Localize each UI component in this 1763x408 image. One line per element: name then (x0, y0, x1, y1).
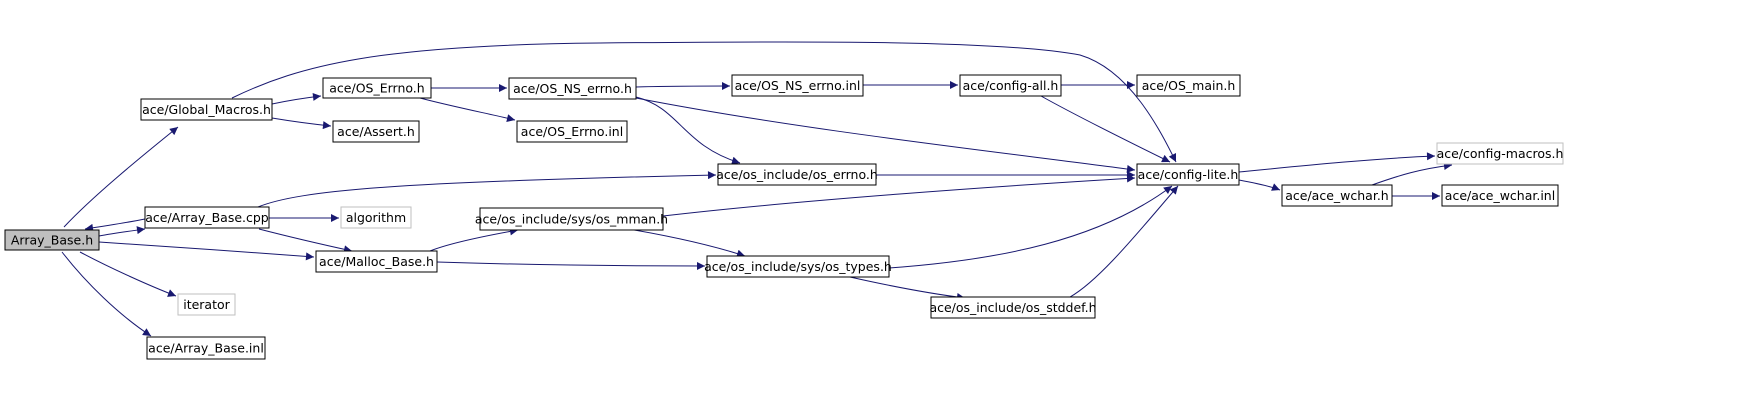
edge-ace_wchar_h-to-config_macros (1371, 162, 1453, 186)
node-box (144, 206, 270, 229)
edge-os_types-to-os_stddef (849, 276, 966, 301)
node-label: ace/OS_NS_errno.inl (735, 78, 861, 93)
edge-array_base_cpp-to-malloc_base (258, 228, 353, 254)
node-label: algorithm (346, 210, 406, 225)
edge-array_base_h-to-array_base_inl (61, 251, 152, 337)
node-label: iterator (183, 297, 230, 312)
node-array-base-cpp[interactable]: ace/Array_Base.cpp (144, 206, 270, 229)
node-label: ace/Assert.h (337, 124, 415, 139)
edge-os_ns_errno_h-to-os_ns_errno_inl (635, 82, 731, 91)
node-config-macros: ace/config-macros.h (1436, 142, 1564, 165)
node-box (508, 77, 637, 100)
node-label: ace/OS_main.h (1142, 78, 1236, 93)
node-box (140, 98, 273, 121)
node-os-ns-errno-h[interactable]: ace/OS_NS_errno.h (508, 77, 637, 100)
node-os-errno-h[interactable]: ace/OS_Errno.h (322, 77, 432, 99)
edge-malloc_base-to-os_types (436, 261, 706, 270)
edge-os_ns_errno_h-to-config_lite (635, 97, 1136, 173)
node-label: ace/os_include/os_stddef.h (929, 300, 1096, 315)
edge-array_base_cpp-to-os_include_errno (257, 171, 717, 208)
node-box (479, 207, 664, 231)
node-box (516, 120, 628, 143)
node-label: ace/ace_wchar.h (1285, 188, 1388, 203)
node-label: ace/config-macros.h (1437, 146, 1564, 161)
node-label: ace/Array_Base.cpp (145, 210, 269, 225)
node-box (4, 229, 100, 251)
edge-os_errno_h-to-os_errno_inl (419, 97, 516, 123)
node-box (1441, 184, 1559, 207)
node-os-types[interactable]: ace/os_include/sys/os_types.h (704, 255, 892, 278)
node-array-base-h[interactable]: Array_Base.h (4, 229, 100, 251)
node-box (322, 77, 432, 99)
node-os-errno-inl[interactable]: ace/OS_Errno.inl (516, 120, 628, 143)
dependency-edges (61, 41, 1453, 337)
node-os-ns-errno-inl[interactable]: ace/OS_NS_errno.inl (731, 74, 864, 97)
edge-array_base_h-to-malloc_base (98, 241, 315, 261)
node-label: ace/os_include/os_errno.h (716, 167, 878, 182)
edge-os_ns_errno_h-to-os_include_errno (635, 96, 741, 165)
edge-os_mman-to-os_types (633, 229, 746, 258)
node-label: ace/config-lite.h (1138, 167, 1239, 182)
edge-malloc_base-to-os_mman (429, 227, 519, 252)
file-nodes: Array_Base.h ace/Global_Macros.h ace/OS_Er… (4, 74, 1564, 360)
node-os-include-errno[interactable]: ace/os_include/os_errno.h (716, 163, 878, 186)
node-box (731, 74, 864, 97)
node-box (177, 293, 236, 316)
edge-os_types-to-config_lite (888, 185, 1173, 269)
edge-global_macros-to-config_lite (231, 41, 1177, 163)
node-iterator: iterator (177, 293, 236, 316)
node-os-main[interactable]: ace/OS_main.h (1136, 74, 1241, 97)
node-box (706, 255, 890, 278)
node-box (959, 74, 1062, 97)
node-box (1436, 142, 1564, 165)
edge-config_lite-to-ace_wchar_h (1238, 179, 1281, 191)
edge-os_mman-to-config_lite (662, 174, 1136, 217)
node-os-mman[interactable]: ace/os_include/sys/os_mman.h (475, 207, 668, 231)
edge-array_base_cpp-to-array_base_h (84, 218, 146, 232)
edge-array_base_h-to-iterator (79, 251, 177, 297)
node-label: ace/Global_Macros.h (142, 102, 271, 117)
node-config-lite[interactable]: ace/config-lite.h (1136, 163, 1240, 186)
node-ace-wchar-inl[interactable]: ace/ace_wchar.inl (1441, 184, 1559, 207)
node-algorithm: algorithm (340, 206, 412, 229)
edge-global_macros-to-os_errno_h (271, 92, 322, 105)
node-ace-wchar-h[interactable]: ace/ace_wchar.h (1281, 184, 1393, 207)
node-box (930, 296, 1096, 319)
node-box (1281, 184, 1393, 207)
node-label: ace/config-all.h (963, 78, 1059, 93)
node-label: ace/OS_Errno.inl (521, 124, 623, 139)
node-label: ace/os_include/sys/os_types.h (704, 259, 892, 274)
node-box (332, 120, 420, 143)
node-array-base-inl[interactable]: ace/Array_Base.inl (146, 336, 266, 360)
node-global-macros[interactable]: ace/Global_Macros.h (140, 98, 273, 121)
edge-array_base_h-to-global_macros (63, 126, 179, 228)
node-label: Array_Base.h (11, 233, 93, 248)
edge-config_all-to-config_lite (1040, 95, 1171, 163)
node-assert-h[interactable]: ace/Assert.h (332, 120, 420, 143)
node-malloc-base[interactable]: ace/Malloc_Base.h (315, 250, 438, 273)
node-label: ace/Malloc_Base.h (319, 254, 434, 269)
node-label: ace/os_include/sys/os_mman.h (475, 212, 668, 227)
node-box (315, 250, 438, 273)
node-box (1136, 74, 1241, 97)
node-label: ace/Array_Base.inl (148, 341, 264, 356)
edge-os_stddef-to-config_lite (1069, 185, 1179, 298)
node-config-all[interactable]: ace/config-all.h (959, 74, 1062, 97)
node-box (717, 163, 877, 186)
node-label: ace/OS_NS_errno.h (513, 81, 632, 96)
edge-array_base_h-to-array_base_cpp (98, 226, 146, 237)
node-box (1136, 163, 1240, 186)
edge-global_macros-to-assert_h (271, 117, 332, 130)
edge-config_lite-to-config_macros (1238, 152, 1436, 173)
node-box (146, 336, 266, 360)
node-box (340, 206, 412, 229)
node-os-stddef[interactable]: ace/os_include/os_stddef.h (929, 296, 1097, 319)
node-label: ace/OS_Errno.h (329, 81, 424, 96)
node-label: ace/ace_wchar.inl (1445, 188, 1555, 203)
